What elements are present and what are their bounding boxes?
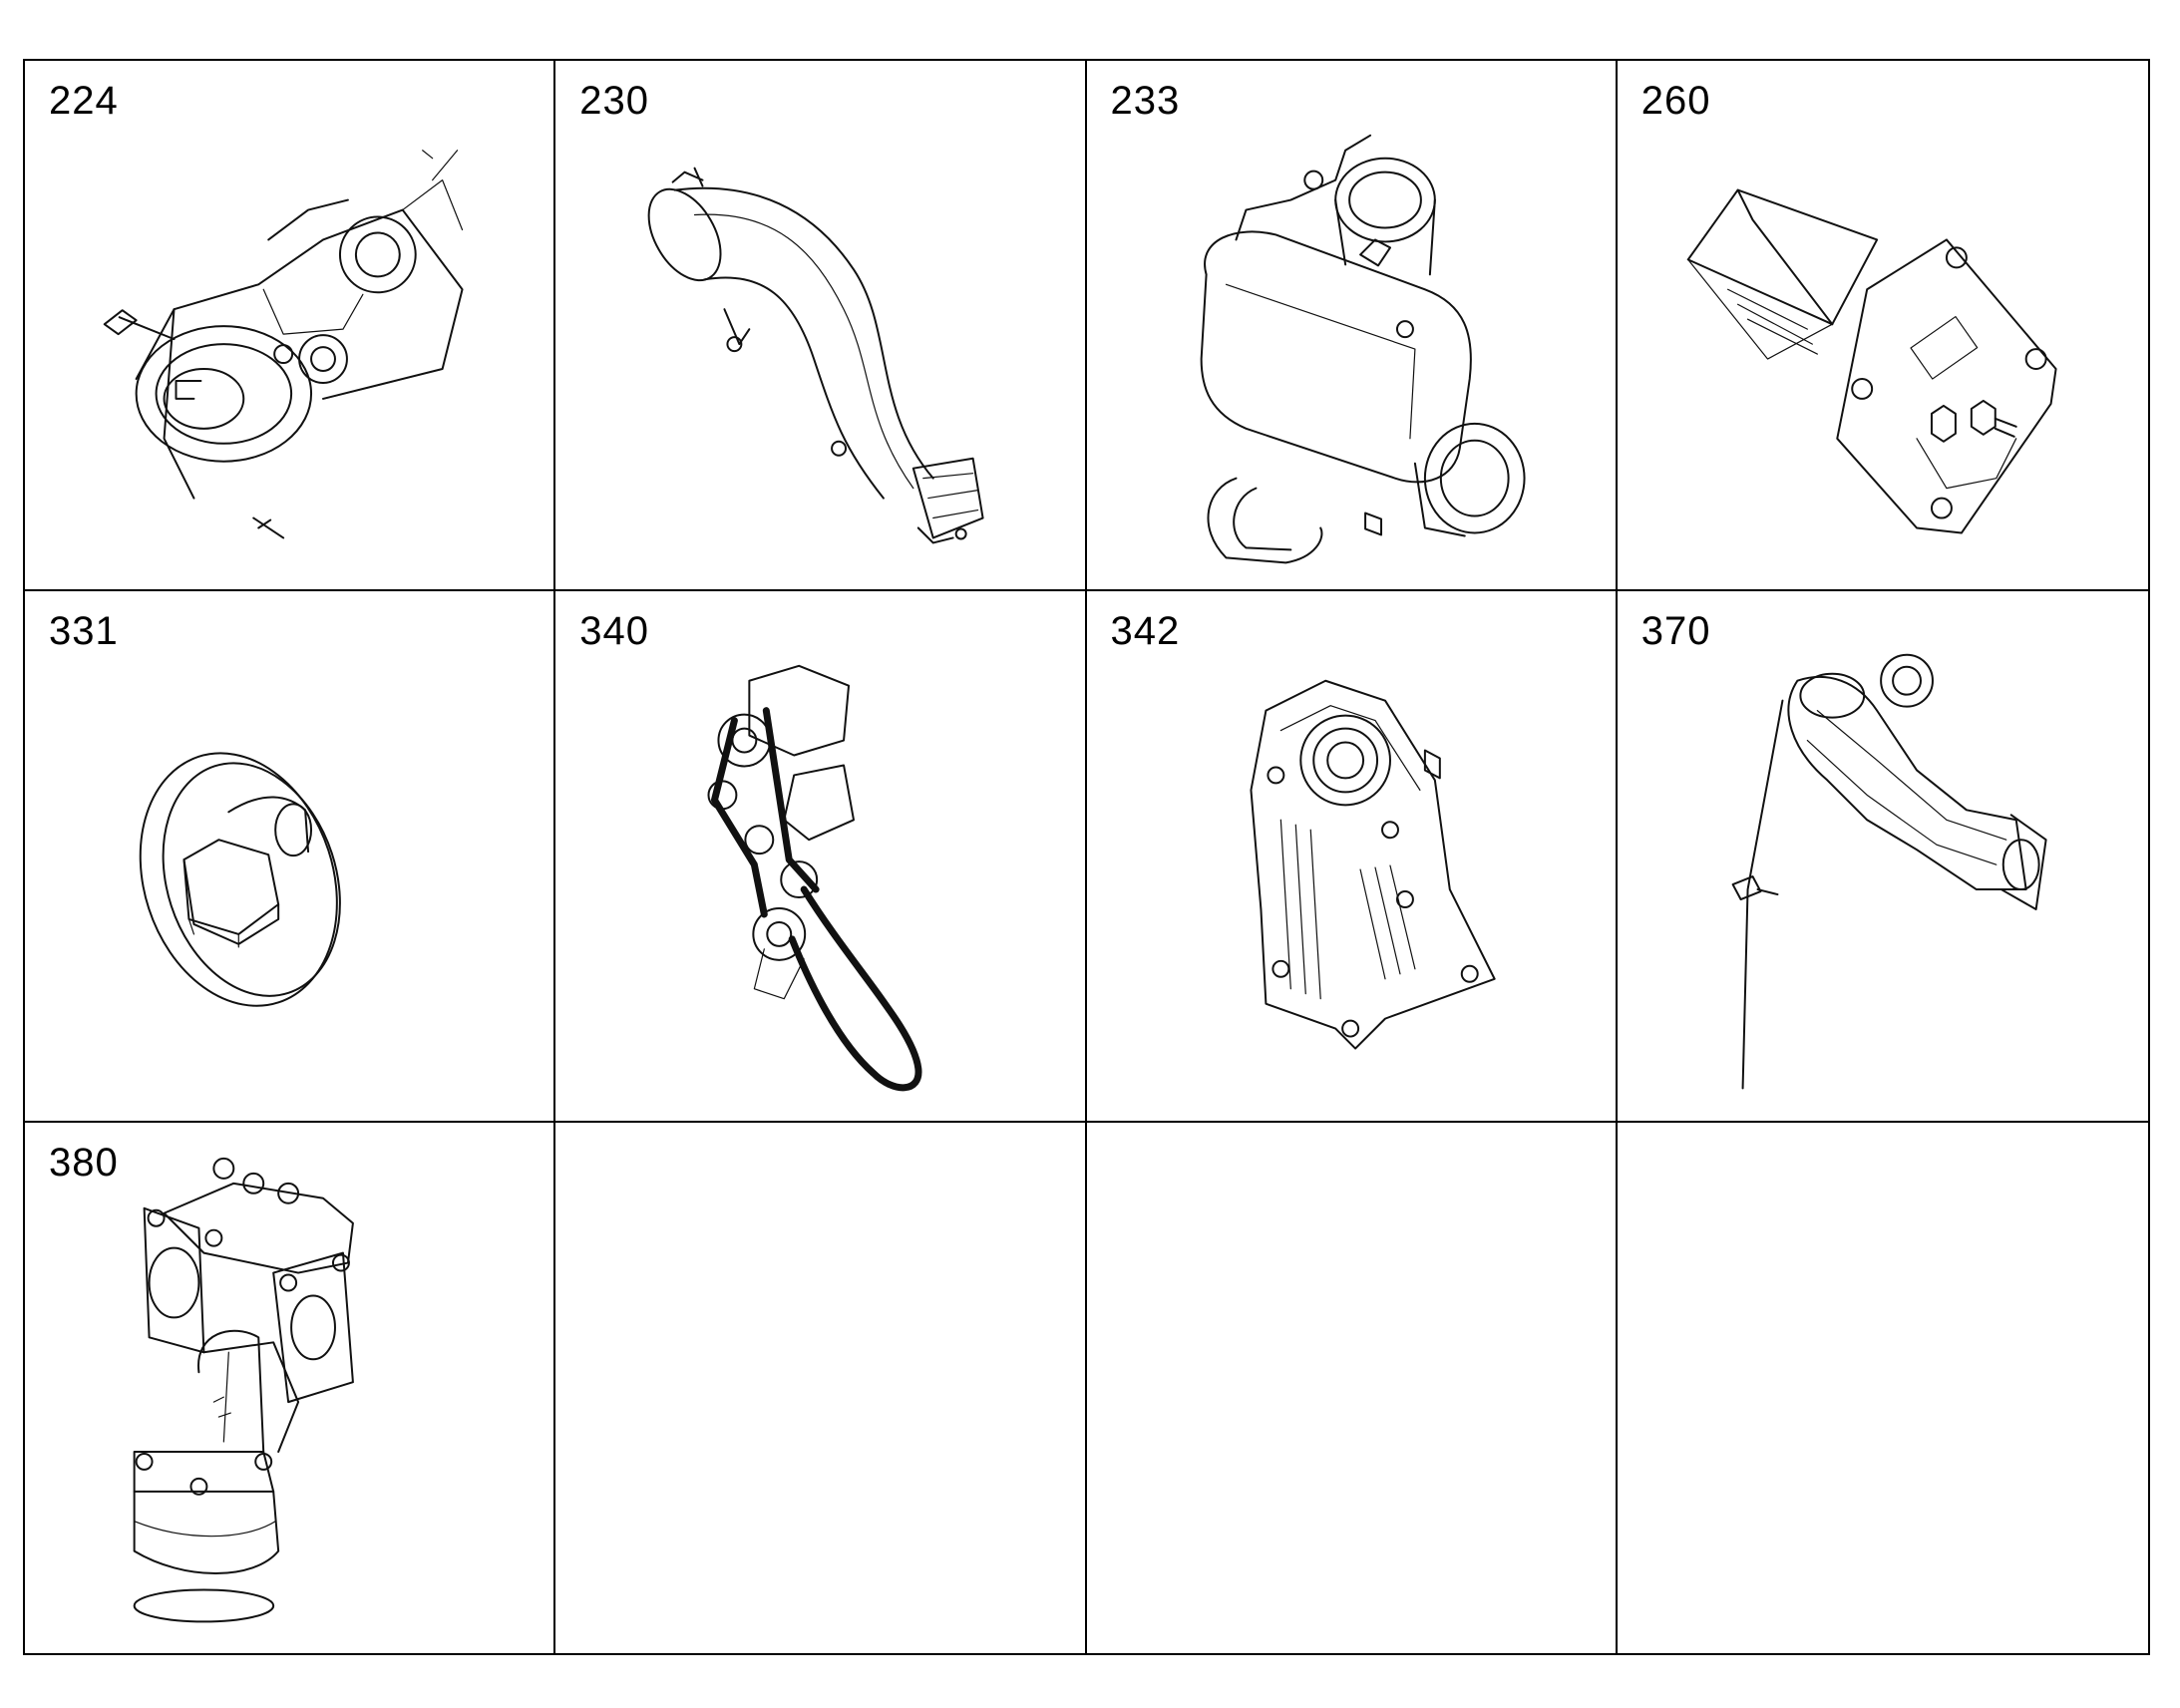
part-cell-224[interactable]: 224 [25, 61, 556, 592]
part-number: 370 [1640, 609, 1711, 654]
part-number: 230 [579, 79, 649, 123]
belt-drive-icon [707, 665, 922, 1092]
part-cell-260[interactable]: 260 [1617, 61, 2148, 592]
part-cell-342[interactable]: 342 [1086, 591, 1618, 1123]
intake-pipe-icon [647, 167, 984, 544]
part-cell-340[interactable]: 340 [555, 591, 1087, 1123]
pulley-bolt-icon [139, 752, 341, 1008]
empty-cell [1618, 1123, 2148, 1653]
empty-cell [1087, 1122, 1618, 1653]
part-number: 260 [1640, 79, 1711, 123]
part-cell-370[interactable]: 370 [1617, 591, 2148, 1123]
empty-cell [555, 1122, 1087, 1653]
egr-valve-assembly-icon [103, 150, 464, 539]
part-cell-380[interactable]: 380 [25, 1122, 556, 1653]
mounting-bracket-icon [1686, 188, 2057, 534]
part-number: 331 [49, 609, 119, 654]
part-number: 224 [49, 79, 119, 123]
timing-cover-icon [1249, 680, 1496, 1050]
thermostat-housing-icon [133, 1157, 354, 1623]
part-number: 342 [1110, 609, 1181, 654]
part-number: 340 [579, 609, 649, 654]
part-cell-331[interactable]: 331 [25, 591, 556, 1123]
part-number: 380 [49, 1140, 119, 1185]
throttle-body-assembly-icon [1200, 134, 1526, 564]
part-cell-233[interactable]: 233 [1086, 61, 1618, 592]
part-cell-230[interactable]: 230 [555, 61, 1087, 592]
water-pump-housing-icon [1731, 654, 2047, 1090]
part-number: 233 [1110, 79, 1181, 123]
parts-grid: 224 230 [23, 59, 2150, 1655]
